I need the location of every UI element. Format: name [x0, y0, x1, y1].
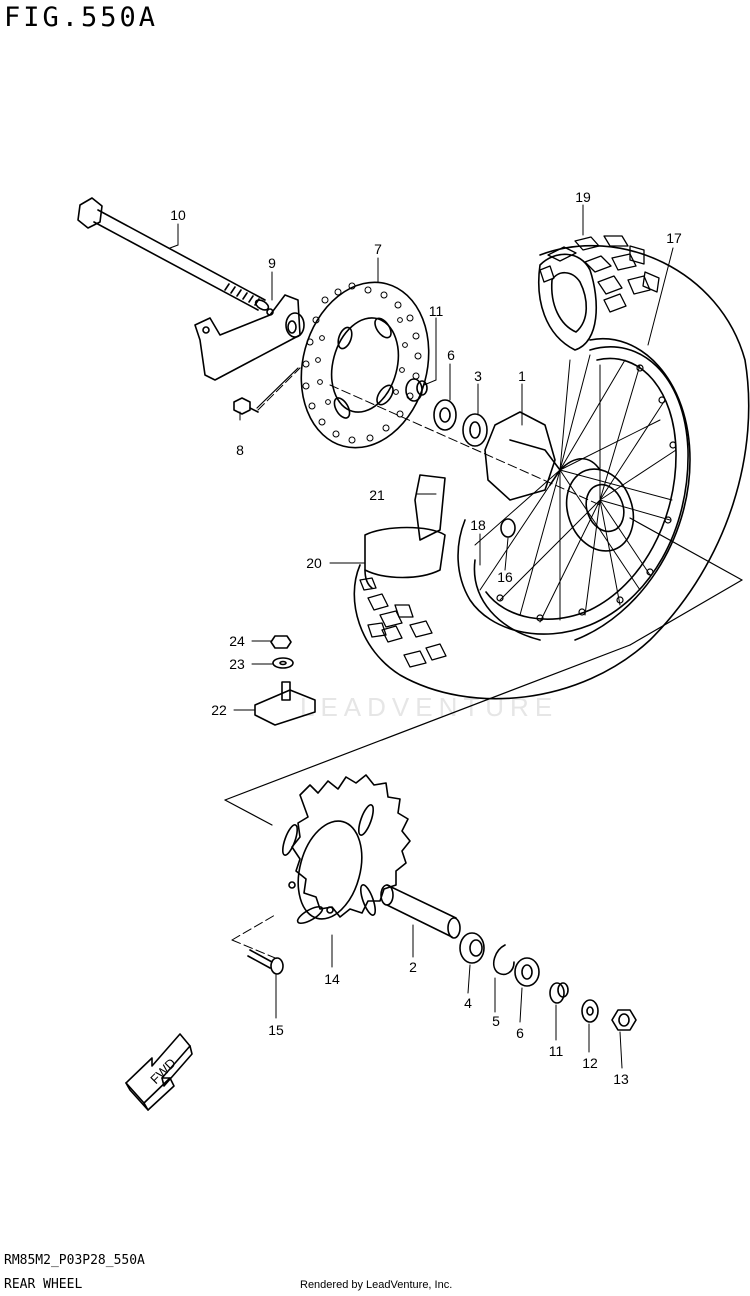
callout-5: 5: [492, 1013, 500, 1029]
explode-lines: [224, 367, 743, 826]
washer-12: [581, 999, 599, 1023]
callout-2: 2: [409, 959, 417, 975]
callout-11-top: 11: [429, 303, 444, 319]
callout-17: 17: [666, 230, 682, 246]
callout-23: 23: [229, 656, 245, 672]
tire: [353, 245, 750, 700]
tire-cross-section-19: [537, 253, 598, 351]
callout-12: 12: [582, 1055, 598, 1071]
callout-11-bottom: 11: [549, 1043, 564, 1059]
fwd-arrow-icon: FWD: [125, 1033, 193, 1111]
callout-9: 9: [268, 255, 276, 271]
tube-20: [364, 526, 446, 589]
callout-19: 19: [575, 189, 591, 205]
callout-24: 24: [229, 633, 245, 649]
chain-adjuster: [194, 294, 305, 381]
watermark: LEADVENTURE: [300, 692, 558, 722]
diagram-name: REAR WHEEL: [4, 1277, 83, 1292]
hub: [484, 411, 635, 552]
callout-1: 1: [518, 368, 526, 384]
guide-lines: [169, 204, 674, 1069]
figure-title: FIG.550A: [4, 2, 159, 33]
collar-11-bottom: [549, 982, 569, 1004]
callout-14: 14: [324, 971, 340, 987]
diagram-code: RM85M2_P03P28_550A: [4, 1253, 145, 1268]
callout-16: 16: [497, 569, 513, 585]
callout-3: 3: [474, 368, 482, 384]
callout-21: 21: [369, 487, 385, 503]
callout-15: 15: [268, 1022, 284, 1038]
tire-tread: [359, 235, 660, 668]
callout-18: 18: [470, 517, 486, 533]
brake-disc-holes: [302, 282, 422, 444]
spacer-2: [380, 884, 461, 939]
nut-13: [611, 1009, 637, 1031]
axis-lines: [231, 367, 601, 961]
callout-13: 13: [613, 1071, 629, 1087]
nut-24: [270, 635, 292, 649]
brake-disc: [300, 281, 430, 449]
callout-labels: 1 2 3 4 5 6 6 7 8 9 10 11 11 12 13 14 15…: [170, 189, 682, 1087]
callout-22: 22: [211, 702, 227, 718]
bolt-8: [233, 397, 259, 415]
callout-6-bottom: 6: [516, 1025, 524, 1041]
callout-4: 4: [464, 995, 472, 1011]
bearing-6-top: [433, 399, 457, 431]
circlip-5: [493, 944, 515, 976]
render-credit: Rendered by LeadVenture, Inc.: [300, 1279, 453, 1291]
spokes: [474, 354, 677, 623]
axle: [77, 197, 270, 311]
collar-16: [500, 518, 516, 538]
bearing-3: [462, 413, 488, 447]
sprocket: [281, 774, 411, 925]
callout-10: 10: [170, 207, 186, 223]
bearing-6-bottom: [514, 957, 540, 987]
spoke-nipples: [496, 364, 677, 622]
bearing-4: [459, 932, 485, 964]
callout-8: 8: [236, 442, 244, 458]
rim-lock-22: [254, 681, 316, 726]
rim: [457, 346, 689, 635]
washer-23: [272, 657, 294, 669]
bolt-15: [247, 949, 284, 975]
collar-11-top: [405, 378, 428, 402]
callout-20: 20: [306, 555, 322, 571]
rim-band-21: [414, 474, 446, 541]
callout-6-top: 6: [447, 347, 455, 363]
callout-7: 7: [374, 241, 382, 257]
